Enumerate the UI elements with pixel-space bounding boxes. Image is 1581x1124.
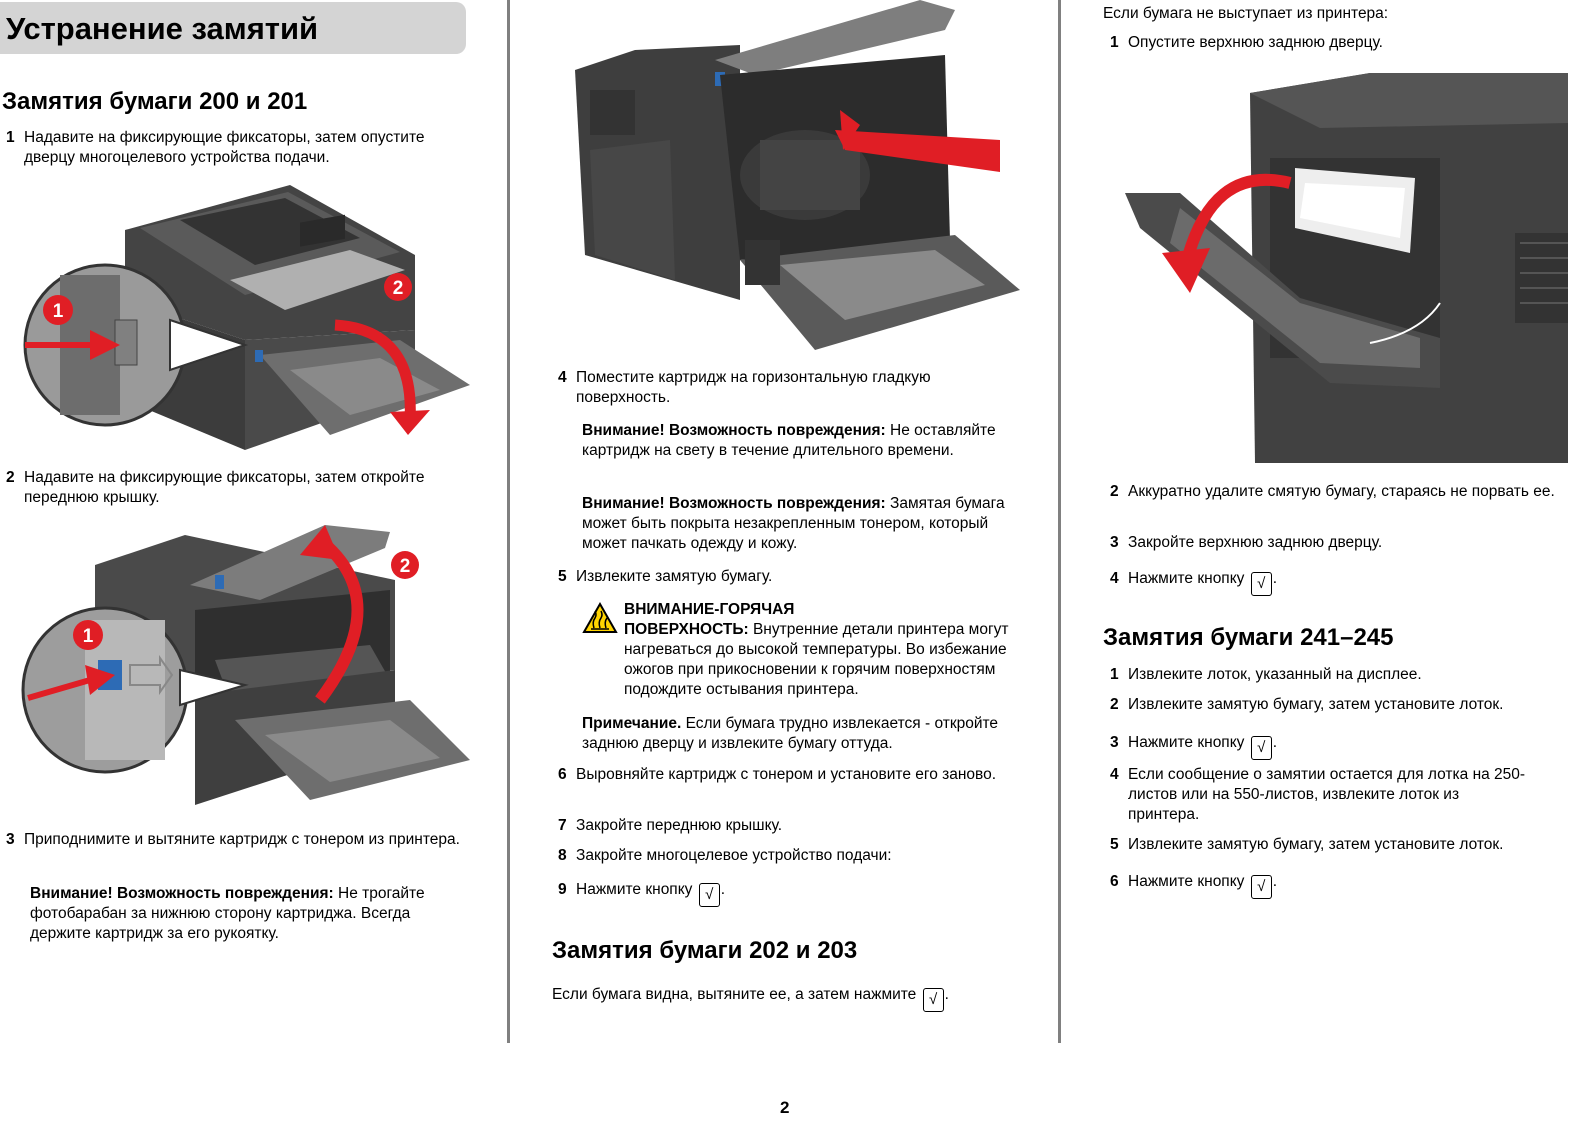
caution-text: Не оставляйте картридж на свету в течени… <box>582 422 996 459</box>
step-text: Если сообщение о замятии остается для ло… <box>1128 766 1526 823</box>
step-5-200: 5 Извлеките замятую бумагу. <box>558 567 1028 587</box>
step-text: Надавите на фиксирующие фиксаторы, затем… <box>24 469 425 506</box>
check-key-icon: √ <box>1250 736 1272 760</box>
step-text: Аккуратно удалите смятую бумагу, стараяс… <box>1128 483 1555 500</box>
step-number: 5 <box>1110 836 1119 853</box>
para-text: Если бумага видна, вытяните ее, а затем … <box>552 986 917 1003</box>
caution-label: Внимание! Возможность повреждения: <box>30 885 334 902</box>
printer-mpf-open-illustration: 2 1 <box>23 185 470 450</box>
step-5-241: 5 Извлеките замятую бумагу, затем устано… <box>1110 835 1565 855</box>
step-2-200: 2 Надавите на фиксирующие фиксаторы, зат… <box>6 468 476 508</box>
step-number: 1 <box>1110 34 1119 51</box>
caution-text: Замятая бумага может быть покрыта незакр… <box>582 495 1005 552</box>
check-key-icon: √ <box>1250 572 1272 596</box>
step-number: 5 <box>558 568 567 585</box>
step-number: 2 <box>6 469 15 486</box>
step-7-200: 7 Закройте переднюю крышку. <box>558 816 1028 836</box>
step-8-200: 8 Закройте многоцелевое устройство подач… <box>558 846 1028 866</box>
caution-text: Не трогайте фотобарабан за нижнюю сторон… <box>30 885 425 942</box>
step-text: Нажмите кнопку <box>576 881 693 898</box>
section-heading-241-245: Замятия бумаги 241–245 <box>1103 624 1394 651</box>
step-number: 4 <box>1110 570 1119 587</box>
step-3-241: 3 Нажмите кнопку √. <box>1110 733 1565 760</box>
callout-1: 1 <box>83 626 94 647</box>
step-text: Закройте многоцелевое устройство подачи: <box>576 847 892 864</box>
column-divider-right <box>1058 0 1061 1043</box>
printer-front-cover-open-illustration: 2 1 <box>21 525 470 805</box>
step-2-241: 2 Извлеките замятую бумагу, затем устано… <box>1110 695 1565 715</box>
hot-surface-label-1: ВНИМАНИЕ-ГОРЯЧАЯ <box>624 601 795 618</box>
step-text: Приподнимите и вытяните картридж с тонер… <box>24 831 460 848</box>
step-number: 1 <box>6 129 15 146</box>
note-text: Если бумага трудно извлекается - откройт… <box>582 715 999 752</box>
step-3-200: 3 Приподнимите и вытяните картридж с тон… <box>6 830 476 850</box>
step-number: 4 <box>558 369 567 386</box>
page-number: 2 <box>780 1098 790 1117</box>
step-text: Поместите картридж на горизонтальную гла… <box>576 369 931 406</box>
step-number: 2 <box>1110 483 1119 500</box>
step-1-202: 1 Опустите верхнюю заднюю дверцу. <box>1110 33 1565 53</box>
step-4-241: 4 Если сообщение о замятии остается для … <box>1110 765 1530 825</box>
step-text: Нажмите кнопку <box>1128 570 1245 587</box>
section-heading-202-203: Замятия бумаги 202 и 203 <box>552 937 858 964</box>
step-text: Нажмите кнопку <box>1128 734 1245 751</box>
step-number: 2 <box>1110 696 1119 713</box>
step-text: Извлеките замятую бумагу, затем установи… <box>1128 696 1504 713</box>
step-number: 4 <box>1110 766 1119 783</box>
step-text: Извлеките лоток, указанный на дисплее. <box>1128 666 1422 683</box>
step-text: Выровняйте картридж с тонером и установи… <box>576 766 997 783</box>
hot-surface-warning: ВНИМАНИЕ-ГОРЯЧАЯ ПОВЕРХНОСТЬ: Внутренние… <box>624 600 1019 700</box>
step-number: 6 <box>1110 873 1119 890</box>
step-number: 1 <box>1110 666 1119 683</box>
step-text: Нажмите кнопку <box>1128 873 1245 890</box>
step-number: 3 <box>6 831 15 848</box>
check-key-icon: √ <box>1250 875 1272 899</box>
step-text: Закройте переднюю крышку. <box>576 817 783 834</box>
intro-text: Если бумага не выступает из принтера: <box>1103 5 1389 22</box>
callout-2: 2 <box>393 278 404 299</box>
step-6-200: 6 Выровняйте картридж с тонером и устано… <box>558 765 1028 785</box>
step-text: Надавите на фиксирующие фиксаторы, затем… <box>24 129 425 166</box>
page-title: Устранение замятий <box>6 11 319 46</box>
caution-note-toner: Внимание! Возможность повреждения: Замят… <box>582 494 1017 554</box>
step-2-202: 2 Аккуратно удалите смятую бумагу, стара… <box>1110 482 1572 502</box>
step-text: Опустите верхнюю заднюю дверцу. <box>1128 34 1383 51</box>
step-number: 9 <box>558 881 567 898</box>
caution-note-step3: Внимание! Возможность повреждения: Не тр… <box>30 884 460 944</box>
step-number: 3 <box>1110 734 1119 751</box>
caution-note-light: Внимание! Возможность повреждения: Не ос… <box>582 421 1017 461</box>
step-1-200: 1 Надавите на фиксирующие фиксаторы, зат… <box>6 128 476 168</box>
caution-label: Внимание! Возможность повреждения: <box>582 495 886 512</box>
step-number: 8 <box>558 847 567 864</box>
step-text: Закройте верхнюю заднюю дверцу. <box>1128 534 1383 551</box>
step-6-241: 6 Нажмите кнопку √. <box>1110 872 1565 899</box>
para-202-203: Если бумага видна, вытяните ее, а затем … <box>552 985 1022 1012</box>
note-label: Примечание. <box>582 715 682 732</box>
hot-surface-text: Внутренние детали принтера могут нагрева… <box>624 621 1009 698</box>
step-3-202: 3 Закройте верхнюю заднюю дверцу. <box>1110 533 1565 553</box>
note-rear-door: Примечание. Если бумага трудно извлекает… <box>582 714 1017 754</box>
hot-surface-warning-icon <box>582 602 618 633</box>
printer-rear-door-illustration <box>1125 73 1568 463</box>
step-number: 7 <box>558 817 567 834</box>
callout-2: 2 <box>400 556 411 577</box>
callout-1: 1 <box>53 301 64 322</box>
printer-cartridge-removal-illustration <box>575 0 1020 350</box>
check-key-icon: √ <box>922 988 944 1012</box>
step-number: 6 <box>558 766 567 783</box>
step-number: 3 <box>1110 534 1119 551</box>
step-9-200: 9 Нажмите кнопку √. <box>558 880 1028 907</box>
section-heading-200-201: Замятия бумаги 200 и 201 <box>2 88 308 115</box>
step-text: Извлеките замятую бумагу, затем установи… <box>1128 836 1504 853</box>
check-key-icon: √ <box>698 883 720 907</box>
hot-surface-label-2: ПОВЕРХНОСТЬ: <box>624 621 749 638</box>
step-4-202: 4 Нажмите кнопку √. <box>1110 569 1565 596</box>
page-title-banner: Устранение замятий <box>0 2 466 54</box>
column-divider-left <box>507 0 510 1043</box>
step-text: Извлеките замятую бумагу. <box>576 568 773 585</box>
step-1-241: 1 Извлеките лоток, указанный на дисплее. <box>1110 665 1565 685</box>
caution-label: Внимание! Возможность повреждения: <box>582 422 886 439</box>
step-4-200: 4 Поместите картридж на горизонтальную г… <box>558 368 1028 408</box>
